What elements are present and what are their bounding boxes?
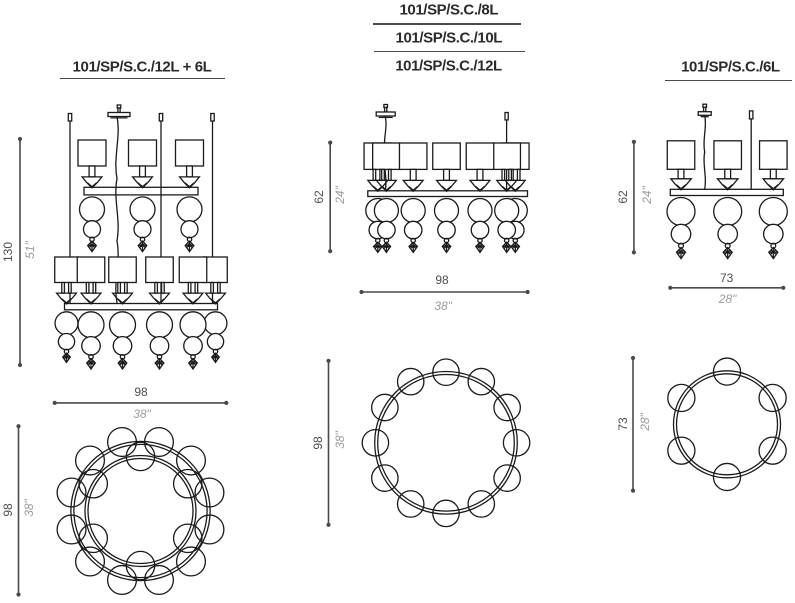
dimension-line-vertical — [16, 424, 21, 597]
dimension-line-horizontal — [359, 289, 530, 295]
dim-width-in-fig1: 38" — [133, 407, 151, 421]
dim-height-cm-fig2: 62 — [312, 190, 327, 204]
title-10l: 101/SP/S.C./10L — [395, 29, 503, 47]
dim-plan-cm-fig3: 73 — [615, 417, 630, 431]
dimension-line-vertical — [326, 358, 331, 527]
shades — [54, 256, 228, 284]
top-view — [16, 424, 225, 597]
dimension-line-horizontal — [52, 400, 229, 405]
dim-width-cm-fig1: 98 — [134, 384, 148, 399]
title-12l: 101/SP/S.C./12L — [395, 57, 502, 75]
canopy — [697, 103, 712, 118]
tulips — [366, 179, 527, 193]
dim-width-in-fig3: 28" — [718, 291, 737, 306]
shades — [666, 140, 788, 170]
dim-width-in-fig2: 38" — [434, 298, 452, 313]
dim-plan-in-fig1: 38" — [22, 499, 36, 518]
dim-height-cm-fig3: 62 — [615, 190, 630, 204]
dim-plan-cm-fig1: 98 — [1, 503, 15, 518]
tulips — [669, 178, 785, 191]
lamp-tier — [54, 256, 228, 371]
shades — [363, 142, 530, 171]
stems — [677, 168, 777, 180]
title-underline-12l-6l — [59, 77, 225, 80]
ring-bar — [669, 188, 784, 197]
dim-plan-in-fig3: 28" — [638, 413, 653, 431]
cable — [703, 115, 707, 190]
fig-12l-6l — [16, 104, 229, 597]
front-view — [328, 103, 530, 295]
tulips — [55, 292, 227, 305]
lamp-ring — [667, 357, 787, 492]
rods — [748, 110, 754, 189]
fig-8l-10l-12l — [326, 103, 531, 528]
dimension-line-horizontal — [668, 285, 786, 290]
title-underline-6l — [664, 79, 792, 82]
fig-6l — [630, 103, 788, 493]
front-view — [631, 103, 788, 290]
dim-width-cm-fig2: 98 — [435, 273, 449, 287]
top-view — [630, 355, 787, 493]
dimension-line-vertical — [17, 136, 23, 368]
dimension-line-vertical — [328, 140, 333, 254]
ring-bar — [367, 190, 529, 198]
dim-height-cm-fig1: 130 — [0, 242, 15, 263]
sphere-chains — [666, 196, 788, 260]
sphere-chains — [365, 197, 528, 254]
dim-plan-in-fig2: 38" — [332, 431, 347, 450]
ring-bar — [63, 302, 219, 311]
title-8l: 101/SP/S.C./8L — [399, 1, 499, 19]
dim-width-cm-fig3: 73 — [720, 270, 734, 285]
lamp-tier — [363, 142, 530, 254]
dim-height-in-fig3: 24" — [640, 186, 655, 204]
title-6l: 101/SP/S.C./6L — [681, 58, 780, 76]
title-12l-6l: 101/SP/S.C./12L + 6L — [72, 58, 212, 76]
canopy — [107, 104, 131, 119]
stems — [61, 281, 221, 294]
shades — [77, 139, 205, 167]
lamp-tier — [666, 140, 788, 260]
ring-bar — [83, 186, 199, 196]
lamp-tier — [77, 139, 205, 253]
dimension-line-vertical — [631, 139, 637, 255]
title-underline-8l — [372, 23, 521, 25]
lamp-ring — [361, 358, 531, 528]
dim-height-in-fig2: 24" — [333, 186, 348, 204]
sphere-chains — [54, 311, 228, 371]
sphere-chains — [78, 196, 203, 253]
lamp-ring — [78, 441, 203, 581]
title-underline-10l — [373, 50, 525, 53]
stems — [372, 168, 521, 182]
suspension — [703, 115, 707, 190]
stems — [88, 165, 194, 178]
tulips — [80, 176, 201, 189]
canopy — [375, 103, 396, 119]
dimension-line-vertical — [630, 355, 636, 493]
dim-height-in-fig1: 51" — [23, 241, 37, 260]
dim-plan-cm-fig2: 98 — [311, 436, 326, 450]
lamp-ring — [56, 426, 225, 596]
top-view — [326, 358, 531, 528]
front-view — [17, 104, 229, 405]
